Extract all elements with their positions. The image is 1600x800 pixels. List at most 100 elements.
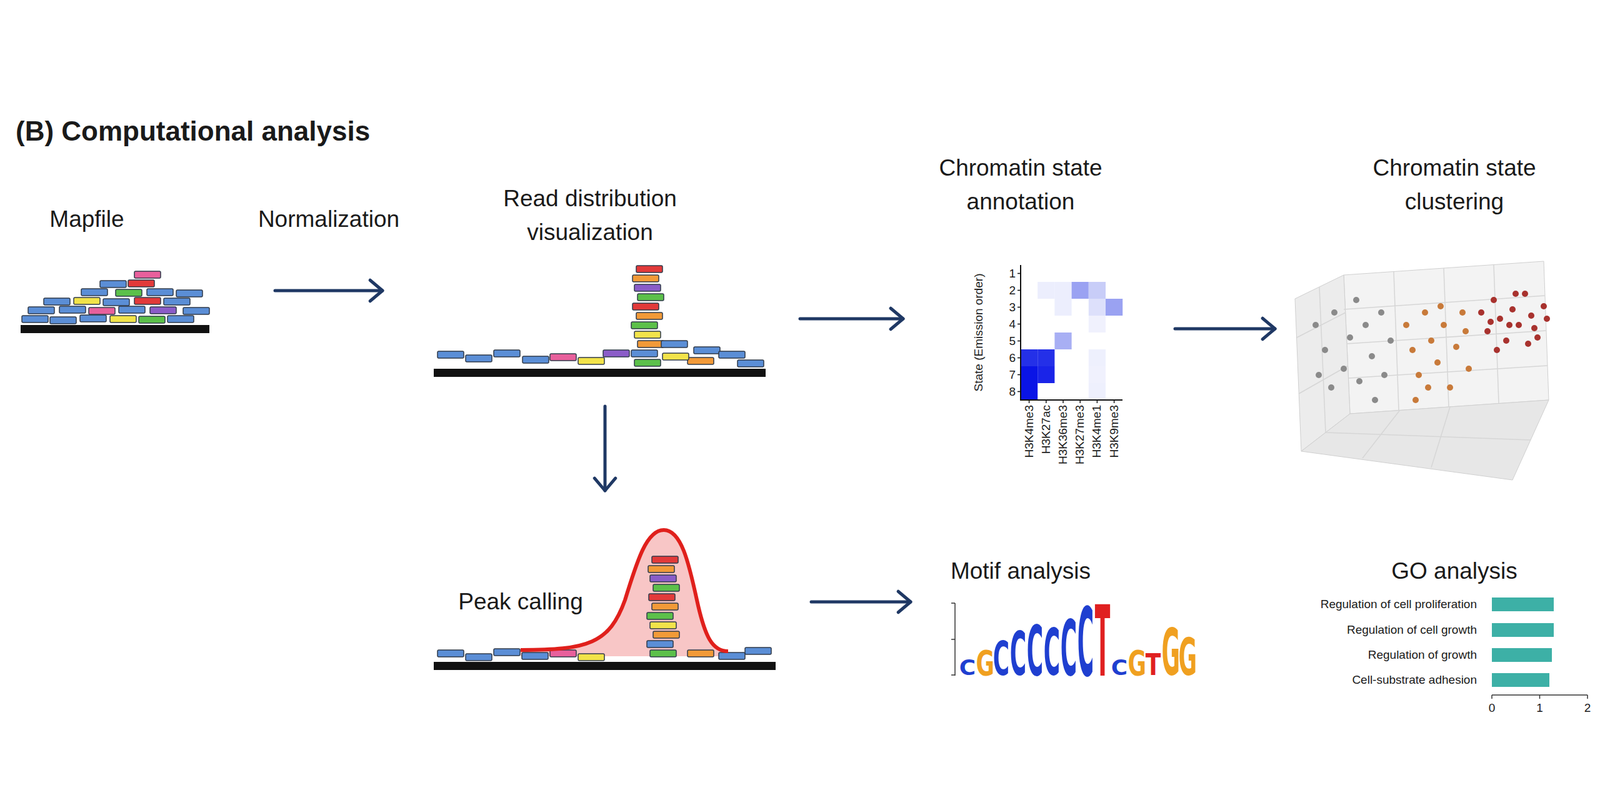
emission-heatmap bbox=[1020, 399, 1123, 401]
peak-illustration bbox=[433, 661, 776, 670]
emission-heatmap bbox=[1054, 332, 1072, 350]
peak-illustration bbox=[687, 650, 714, 657]
step-group: Read distribution visualization bbox=[382, 175, 800, 407]
motif-letter: C bbox=[1077, 595, 1095, 690]
scatter-3d bbox=[1403, 303, 1472, 404]
step-heading: Chromatin state clustering bbox=[1360, 151, 1549, 219]
peak-illustration bbox=[650, 575, 677, 582]
mapfile-reads bbox=[73, 297, 100, 305]
mapfile-reads bbox=[20, 271, 210, 334]
scatter-3d bbox=[1478, 309, 1485, 316]
motif-letter: G bbox=[976, 646, 994, 681]
motif-letter: T bbox=[1094, 591, 1112, 691]
arrow-shaft bbox=[811, 600, 911, 604]
go-bar-chart bbox=[1491, 673, 1550, 687]
motif-letter: C bbox=[1010, 624, 1027, 685]
emission-heatmap bbox=[1088, 315, 1106, 333]
peak-illustration bbox=[651, 603, 679, 610]
flow-arrow bbox=[594, 406, 615, 491]
mapfile-reads bbox=[20, 325, 210, 334]
read-pileup bbox=[493, 350, 520, 357]
histone-mark-label: H3K9me3 bbox=[1106, 405, 1122, 459]
mapfile-reads bbox=[118, 306, 145, 314]
scatter-3d bbox=[1540, 303, 1547, 310]
peak-illustration bbox=[493, 648, 520, 656]
state-number: 3 bbox=[1008, 300, 1016, 315]
motif-letter: C bbox=[993, 635, 1010, 682]
state-number: 6 bbox=[1008, 350, 1016, 365]
scatter-3d bbox=[1409, 346, 1416, 354]
scatter-3d bbox=[1478, 290, 1550, 354]
scatter-3d bbox=[1509, 306, 1516, 313]
motif-letter: C bbox=[959, 656, 977, 679]
emission-heatmap bbox=[1017, 273, 1021, 392]
emission-heatmap bbox=[1037, 366, 1055, 384]
emission-heatmap bbox=[1088, 383, 1106, 400]
arrow-head bbox=[594, 478, 615, 491]
read-pileup bbox=[631, 350, 658, 357]
scatter-3d bbox=[1368, 353, 1375, 360]
read-pileup bbox=[636, 265, 663, 273]
scatter-3d bbox=[1387, 337, 1394, 344]
peak-illustration bbox=[521, 652, 549, 660]
motif-letter: C bbox=[1026, 616, 1044, 686]
mapfile-reads bbox=[134, 297, 161, 305]
peak-illustration bbox=[650, 621, 677, 629]
emission-heatmap bbox=[1088, 298, 1106, 316]
go-term: Regulation of growth bbox=[1368, 648, 1477, 663]
mapfile-reads bbox=[110, 315, 137, 323]
peak-illustration bbox=[745, 647, 772, 655]
edge-label: Normalization bbox=[255, 204, 402, 235]
state-number: 8 bbox=[1008, 384, 1016, 399]
mapfile-reads bbox=[21, 315, 49, 323]
scatter-3d bbox=[1328, 384, 1335, 391]
scatter-3d bbox=[1462, 328, 1469, 335]
scatter-3d bbox=[1312, 296, 1394, 404]
step-heading: GO analysis bbox=[1360, 554, 1549, 589]
motif-letter: G bbox=[1128, 646, 1145, 681]
peak-illustration bbox=[578, 653, 605, 661]
scatter-3d bbox=[1493, 346, 1500, 354]
step-heading: Peak calling bbox=[426, 585, 615, 619]
read-pileup bbox=[632, 275, 659, 282]
peak-illustration bbox=[646, 640, 674, 648]
scatter-3d bbox=[1525, 340, 1532, 347]
flow-arrow bbox=[811, 591, 911, 612]
scatter-3d bbox=[1506, 321, 1513, 329]
scatter-3d bbox=[1371, 396, 1379, 404]
emission-heatmap bbox=[1088, 366, 1106, 384]
state-number: 2 bbox=[1008, 283, 1016, 298]
mapfile-reads bbox=[50, 316, 77, 324]
state-number: 1 bbox=[1008, 266, 1016, 281]
histone-mark-label: H3K36me3 bbox=[1056, 405, 1071, 465]
histone-mark-label: H3K27ac bbox=[1038, 405, 1054, 454]
histone-mark-label: H3K4me1 bbox=[1090, 405, 1105, 459]
scatter-3d bbox=[1331, 309, 1338, 316]
read-pileup bbox=[737, 360, 764, 367]
scatter-3d bbox=[1346, 334, 1354, 341]
mapfile-reads bbox=[163, 298, 190, 305]
scatter-3d bbox=[1453, 343, 1460, 350]
scatter-3d bbox=[1381, 371, 1388, 379]
scatter-3d bbox=[1301, 400, 1549, 480]
read-pileup bbox=[693, 346, 720, 354]
read-pileup bbox=[550, 353, 577, 361]
go-bar-chart bbox=[1491, 597, 1588, 699]
scatter-3d bbox=[1412, 396, 1419, 404]
scatter-3d bbox=[1428, 337, 1435, 344]
mapfile-reads bbox=[100, 280, 127, 288]
arrow-head bbox=[370, 280, 383, 301]
diagram-title: (B) Computational analysis bbox=[15, 115, 370, 149]
step-group: Chromatin state clustering bbox=[1275, 146, 1591, 488]
motif-letter: C bbox=[1060, 610, 1078, 687]
go-bar-chart bbox=[1491, 648, 1552, 662]
read-pileup bbox=[522, 356, 549, 364]
axis-title: State (Emission order) bbox=[971, 273, 987, 392]
go-bar-chart bbox=[1491, 695, 1588, 699]
arrow-head bbox=[890, 308, 904, 329]
step-heading: Read distribution visualization bbox=[471, 181, 709, 249]
emission-heatmap bbox=[1020, 349, 1038, 367]
motif-letter: T bbox=[1145, 649, 1162, 680]
scatter-3d bbox=[1362, 321, 1369, 329]
peak-illustration bbox=[651, 556, 679, 564]
